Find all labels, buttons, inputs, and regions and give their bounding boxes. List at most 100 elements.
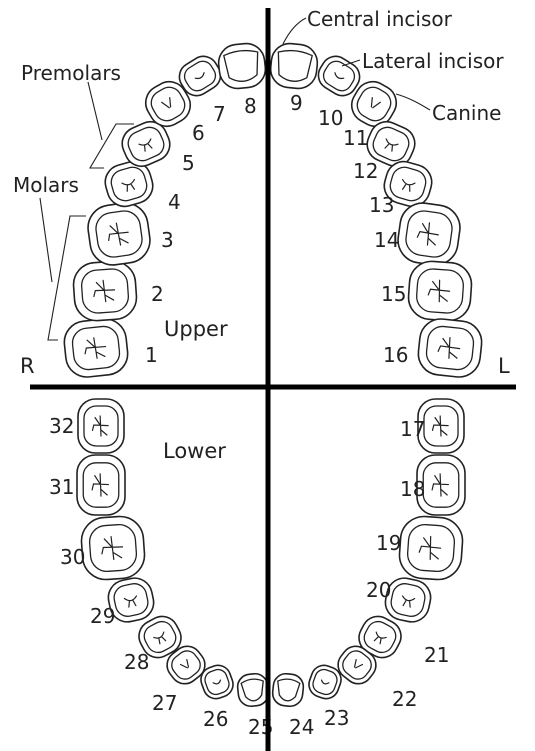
tooth-1: [63, 318, 129, 378]
tooth-number-1: 1: [145, 343, 158, 367]
tooth-16-fissures: [437, 336, 461, 359]
tooth-12-crown: [372, 126, 410, 162]
tooth-16: [417, 318, 483, 378]
tooth-number-29: 29: [90, 604, 115, 628]
tooth-2-crown: [81, 268, 129, 314]
tooth-23-crown: [312, 668, 338, 696]
tooth-number-23: 23: [324, 706, 349, 730]
tooth-4-fissures: [121, 178, 136, 192]
tooth-24-crown: [277, 678, 301, 702]
tooth-22-fissures: [353, 658, 364, 669]
tooth-25-crown: [240, 678, 264, 702]
tooth-number-11: 11: [343, 126, 368, 150]
tooth-number-14: 14: [374, 228, 399, 252]
tooth-21-fissures: [373, 631, 387, 645]
premolars-label: Premolars: [21, 61, 121, 85]
tooth-19-crown: [406, 523, 456, 573]
tooth-21-crown: [363, 620, 397, 654]
tooth-25-outline: [236, 672, 270, 708]
tooth-17: [417, 398, 465, 454]
tooth-32-crown: [83, 405, 119, 447]
tooth-number-16: 16: [383, 343, 408, 367]
lateral-incisor-leader: [341, 59, 361, 67]
tooth-24: [271, 672, 305, 708]
upper-arch-label: Upper: [164, 317, 228, 341]
tooth-30-fissures: [101, 536, 124, 561]
tooth-11-crown: [356, 86, 392, 122]
left-side-label: L: [498, 354, 510, 378]
tooth-17-crown: [423, 405, 459, 447]
tooth-3: [87, 202, 151, 266]
tooth-number-17: 17: [400, 417, 425, 441]
tooth-number-32: 32: [49, 414, 74, 438]
tooth-number-19: 19: [376, 531, 401, 555]
tooth-29-fissures: [123, 595, 138, 608]
tooth-29: [107, 577, 155, 623]
tooth-8: [217, 42, 267, 90]
tooth-24-outline: [271, 672, 305, 708]
tooth-13-crown: [389, 166, 427, 202]
tooth-27: [166, 645, 206, 685]
tooth-28-fissures: [153, 631, 167, 645]
tooth-14: [397, 202, 461, 266]
tooth-number-30: 30: [60, 545, 85, 569]
tooth-number-10: 10: [318, 106, 343, 130]
tooth-4: [104, 160, 154, 208]
tooth-number-24: 24: [289, 715, 314, 739]
premolars-bracket: [87, 81, 134, 169]
tooth-number-4: 4: [168, 190, 181, 214]
tooth-20: [384, 577, 432, 623]
tooth-7-fissures: [194, 72, 205, 80]
lower-arch-label: Lower: [163, 439, 226, 463]
tooth-7-crown: [183, 60, 217, 92]
tooth-27-fissures: [179, 658, 190, 669]
tooth-19: [398, 515, 464, 581]
tooth-15: [407, 260, 473, 322]
tooth-18-fissures: [431, 473, 450, 497]
tooth-15-crown: [416, 268, 464, 314]
tooth-20-crown: [390, 583, 426, 617]
tooth-number-28: 28: [124, 650, 149, 674]
tooth-number-12: 12: [353, 159, 378, 183]
central-incisor-leader: [282, 17, 307, 45]
tooth-number-8: 8: [244, 94, 257, 118]
tooth-3-fissures: [108, 222, 129, 246]
tooth-number-22: 22: [392, 687, 417, 711]
tooth-9-crown: [277, 49, 313, 82]
tooth-32-fissures: [91, 415, 109, 437]
tooth-30: [80, 515, 146, 581]
tooth-15-fissures: [427, 279, 451, 303]
tooth-32: [77, 398, 125, 454]
tooth-31-crown: [82, 462, 120, 508]
tooth-18-crown: [422, 462, 460, 508]
tooth-number-31: 31: [49, 475, 74, 499]
tooth-number-2: 2: [151, 282, 164, 306]
tooth-4-crown: [110, 166, 148, 202]
tooth-28-crown: [143, 620, 177, 654]
right-side-label: R: [20, 354, 35, 378]
tooth-31: [76, 454, 126, 516]
tooth-2: [72, 260, 138, 322]
tooth-8-outline: [217, 42, 267, 90]
tooth-6: [144, 80, 192, 128]
tooth-2-fissures: [93, 279, 116, 303]
tooth-26-fissures: [212, 679, 222, 685]
tooth-26-crown: [204, 668, 230, 696]
tooth-number-9: 9: [290, 91, 303, 115]
tooth-6-fissures: [161, 97, 172, 109]
tooth-number-27: 27: [152, 691, 177, 715]
tooth-9-outline: [269, 42, 319, 90]
tooth-1-fissures: [84, 337, 107, 359]
lateral-incisor-label: Lateral incisor: [362, 49, 504, 73]
tooth-14-fissures: [416, 222, 439, 246]
tooth-17-fissures: [431, 415, 449, 437]
tooth-number-26: 26: [203, 707, 228, 731]
tooth-5: [121, 120, 171, 168]
tooth-5-crown: [127, 126, 165, 162]
tooth-29-crown: [113, 583, 149, 617]
tooth-26: [200, 664, 234, 700]
tooth-19-fissures: [418, 535, 442, 561]
tooth-20-fissures: [401, 595, 416, 608]
tooth-7: [178, 55, 222, 97]
